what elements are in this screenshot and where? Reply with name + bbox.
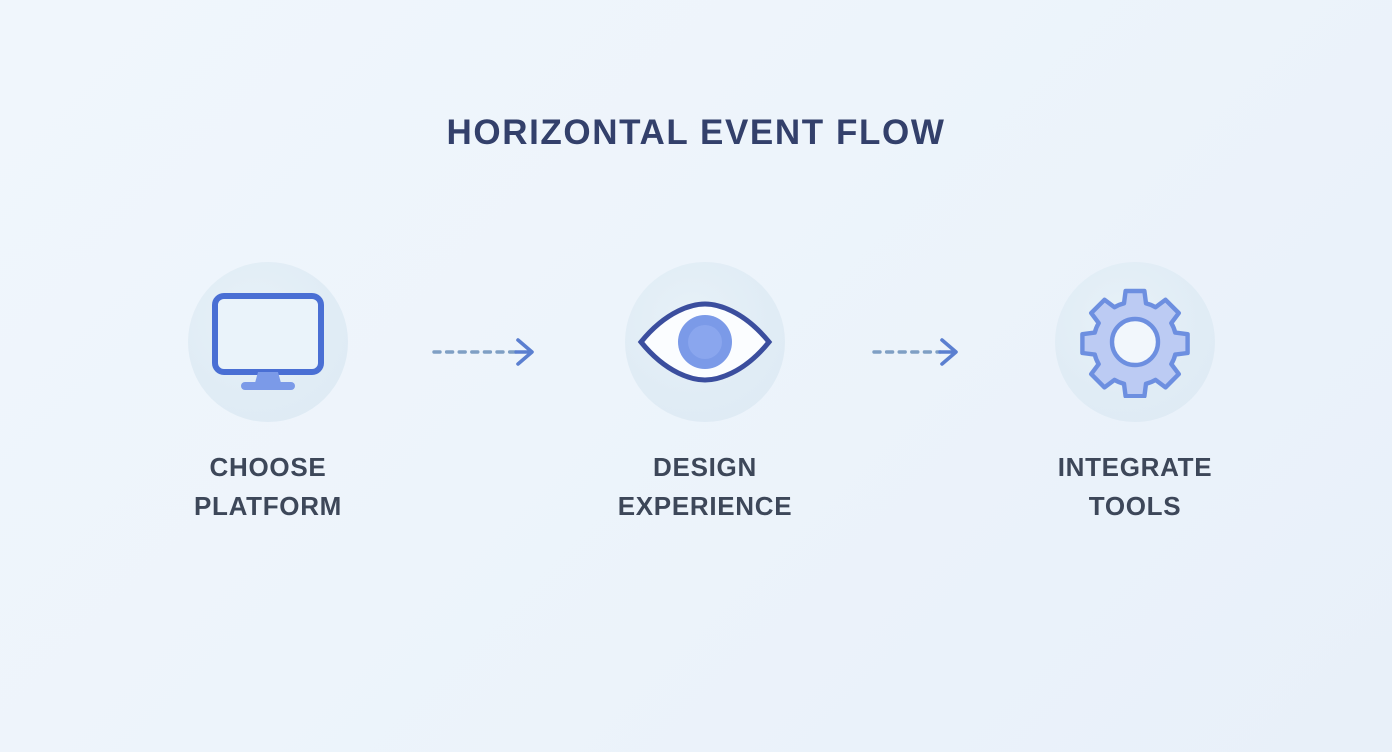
icon-badge-integrate-tools	[1055, 262, 1215, 422]
flow-step-choose-platform[interactable]: CHOOSE PLATFORM	[128, 262, 408, 526]
flow-step-integrate-tools[interactable]: INTEGRATE TOOLS	[995, 262, 1275, 526]
icon-badge-design-experience	[625, 262, 785, 422]
dashed-arrow-right-icon	[872, 332, 968, 372]
icon-badge-choose-platform	[188, 262, 348, 422]
monitor-icon	[209, 290, 327, 394]
eye-icon	[637, 301, 773, 383]
flow-connector-2	[872, 332, 968, 372]
flow-step-label-design-experience: DESIGN EXPERIENCE	[617, 452, 793, 521]
dashed-arrow-right-icon	[432, 332, 544, 372]
flow-connector-1	[432, 332, 544, 372]
flow-step-label-choose-platform: CHOOSE PLATFORM	[193, 452, 343, 521]
page-title: HORIZONTAL EVENT FLOW	[446, 113, 946, 152]
flow-step-label-integrate-tools: INTEGRATE TOOLS	[1057, 452, 1213, 521]
flow-step-design-experience[interactable]: DESIGN EXPERIENCE	[565, 262, 845, 526]
flow-steps-row: CHOOSE PLATFORM DESIGN EXPERIENC	[0, 262, 1392, 542]
gear-icon	[1080, 288, 1190, 398]
